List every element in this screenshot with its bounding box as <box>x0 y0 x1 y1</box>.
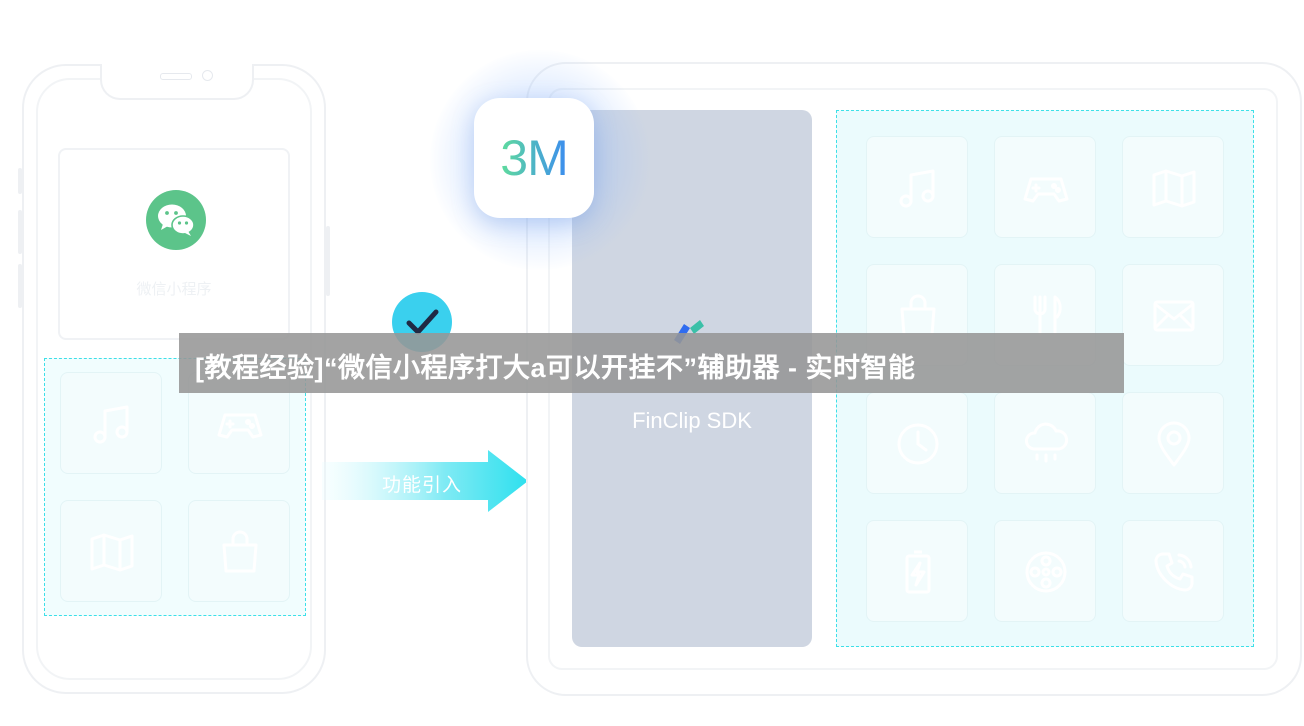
size-badge-label: 3M <box>500 130 568 186</box>
title-banner: [教程经验]“微信小程序打大a可以开挂不”辅助器 - 实时智能 <box>179 333 1124 393</box>
arrow-label: 功能引入 <box>382 475 463 496</box>
map-icon <box>60 500 162 602</box>
phone-side-button <box>18 168 22 194</box>
phone-side-button <box>326 226 330 296</box>
wechat-caption: 微信小程序 <box>136 281 212 298</box>
location-pin-icon <box>1122 392 1224 494</box>
clock-icon <box>866 392 968 494</box>
phone-notch <box>100 64 254 100</box>
phone-call-icon <box>1122 520 1224 622</box>
sdk-label: FinClip SDK <box>632 408 752 433</box>
size-badge: 3M <box>474 98 594 218</box>
map-icon <box>1122 136 1224 238</box>
page-title: [教程经验]“微信小程序打大a可以开挂不”辅助器 - 实时智能 <box>195 353 916 383</box>
music-icon <box>60 372 162 474</box>
shopping-bag-icon <box>188 500 290 602</box>
wechat-card: 微信小程序 <box>58 148 290 340</box>
mail-icon <box>1122 264 1224 366</box>
battery-charging-icon <box>866 520 968 622</box>
wechat-icon <box>146 190 206 250</box>
arrow-right-icon <box>322 450 528 512</box>
speaker-icon <box>160 73 192 80</box>
gamepad-icon <box>994 136 1096 238</box>
music-icon <box>866 136 968 238</box>
rain-cloud-icon <box>994 392 1096 494</box>
camera-icon <box>202 70 213 81</box>
phone-side-button <box>18 210 22 254</box>
film-reel-icon <box>994 520 1096 622</box>
phone-side-button <box>18 264 22 308</box>
